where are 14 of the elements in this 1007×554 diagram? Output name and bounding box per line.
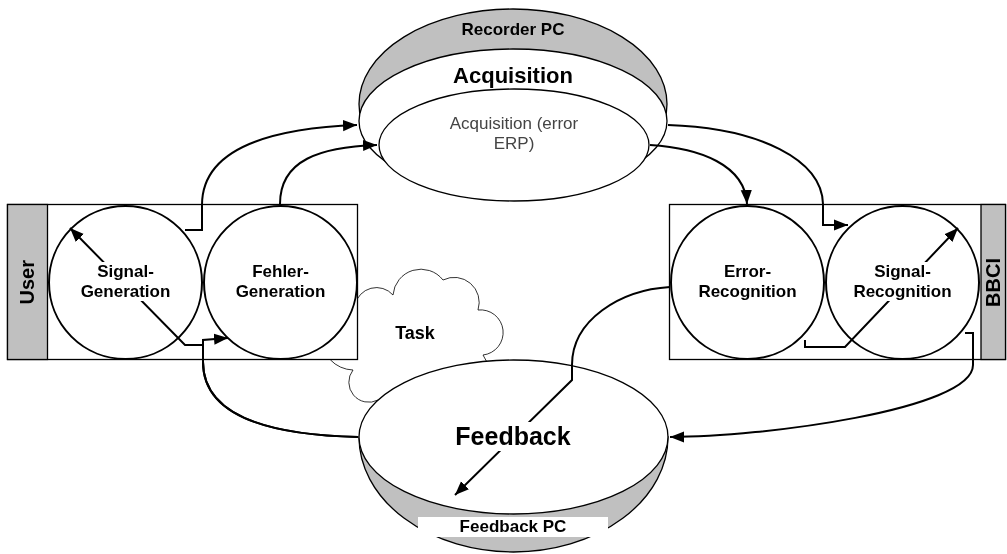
- arrow: [454, 286, 671, 496]
- arrow: [669, 332, 974, 443]
- arrow: [279, 140, 378, 205]
- arrow: [649, 144, 751, 205]
- arrow: [202, 333, 359, 438]
- computer-label: Recorder PC: [460, 20, 566, 40]
- arrow: [184, 120, 358, 231]
- process-label: Acquisition (error ERP): [449, 114, 579, 154]
- side-label: User: [14, 258, 39, 307]
- computer-label: Feedback PC: [418, 517, 608, 537]
- arrow: [667, 124, 849, 231]
- side-label: BBCI: [981, 256, 1005, 309]
- stage-title: Acquisition: [452, 63, 574, 89]
- arrow: [804, 227, 959, 348]
